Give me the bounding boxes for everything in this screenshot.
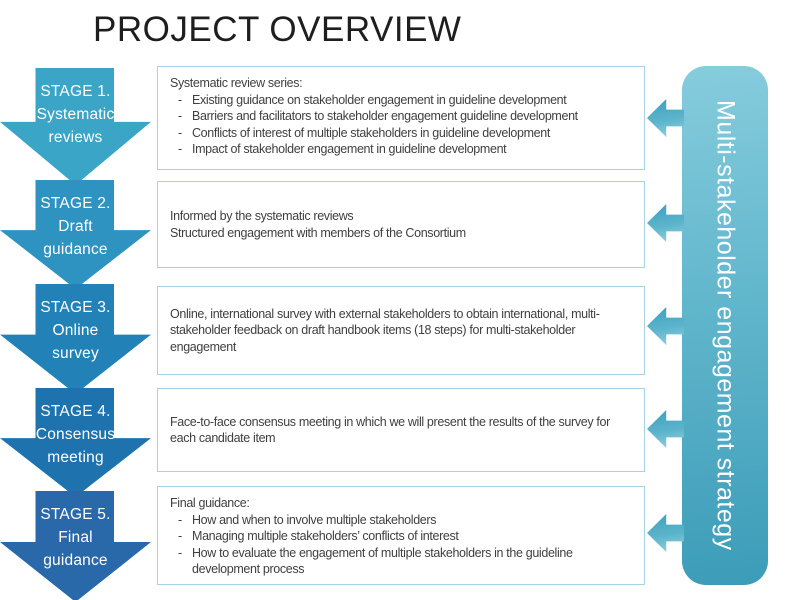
bullet-dash: - — [178, 92, 182, 107]
stage-label: Consensus — [35, 426, 116, 443]
stage-label: STAGE 4. — [40, 403, 111, 420]
list-item: - How and when to involve multiple stake… — [170, 512, 632, 529]
list-item: - Impact of stakeholder engagement in gu… — [170, 141, 632, 158]
left-arrow-icon-2 — [647, 204, 684, 242]
stage-label: survey — [52, 345, 99, 362]
list-item: - Existing guidance on stakeholder engag… — [170, 92, 632, 109]
stage-label: Online — [52, 322, 99, 339]
stage1-description-box: Systematic review series: - Existing gui… — [157, 66, 645, 170]
stage-label: reviews — [48, 129, 103, 146]
stage-arrow-2: STAGE 2. Draft guidance — [0, 180, 151, 289]
side-banner-label: Multi-stakeholder engagement strategy — [711, 100, 740, 551]
stage-label: STAGE 5. — [40, 506, 111, 523]
box-line: Informed by the systematic reviews — [170, 209, 354, 223]
stage-label: Draft — [58, 218, 93, 235]
stage-arrow-1: STAGE 1. Systematic reviews — [0, 68, 151, 185]
list-item: - Managing multiple stakeholders’ confli… — [170, 528, 632, 545]
box-intro: Final guidance: — [170, 496, 250, 510]
stage-label: Systematic — [36, 106, 115, 123]
stage-label: Final — [58, 529, 93, 546]
bullet-text: Existing guidance on stakeholder engagem… — [192, 92, 567, 107]
bullet-text: Managing multiple stakeholders’ conflict… — [192, 529, 459, 543]
stage2-description-box: Informed by the systematic reviews Struc… — [157, 181, 645, 268]
bullet-text: Barriers and facilitators to stakeholder… — [192, 109, 578, 123]
box-line: Structured engagement with members of th… — [170, 225, 466, 240]
box-intro: Systematic review series: — [170, 76, 303, 90]
bullet-dash: - — [178, 125, 182, 140]
page-title: PROJECT OVERVIEW — [93, 10, 462, 49]
stage-arrow-5: STAGE 5. Final guidance — [0, 491, 151, 600]
bullet-dash: - — [178, 109, 182, 123]
stage4-description-box: Face-to-face consensus meeting in which … — [157, 388, 645, 472]
side-banner: Multi-stakeholder engagement strategy — [682, 66, 768, 585]
stage-label: meeting — [47, 449, 104, 466]
stage-label: STAGE 2. — [40, 195, 111, 212]
stage-label: guidance — [43, 552, 108, 569]
left-arrow-icon-5 — [647, 514, 684, 552]
bullet-text: How to evaluate the engagement of multip… — [192, 545, 573, 577]
bullet-dash: - — [178, 512, 182, 527]
box-paragraph: Informed by the systematic reviews Struc… — [170, 208, 466, 241]
bullet-text: How and when to involve multiple stakeho… — [192, 512, 437, 527]
stage-label: STAGE 1. — [40, 83, 111, 100]
box-paragraph: Face-to-face consensus meeting in which … — [170, 414, 610, 446]
stage5-description-box: Final guidance: - How and when to involv… — [157, 486, 645, 585]
left-arrow-icon-3 — [647, 307, 684, 345]
left-arrow-icon-1 — [647, 99, 684, 137]
bullet-dash: - — [178, 545, 182, 560]
stage3-description-box: Online, international survey with extern… — [157, 286, 645, 375]
bullet-text: Impact of stakeholder engagement in guid… — [192, 142, 507, 156]
stage-arrow-4: STAGE 4. Consensus meeting — [0, 388, 151, 497]
list-item: - Conflicts of interest of multiple stak… — [170, 125, 632, 142]
list-item: - Barriers and facilitators to stakehold… — [170, 108, 632, 125]
box-paragraph: Online, international survey with extern… — [170, 306, 600, 354]
bullet-dash: - — [178, 529, 182, 543]
bullet-text: Conflicts of interest of multiple stakeh… — [192, 125, 550, 140]
stage-label: STAGE 3. — [40, 299, 111, 316]
list-item: - How to evaluate the engagement of mult… — [170, 545, 632, 578]
bullet-dash: - — [178, 142, 182, 156]
stage-arrow-3: STAGE 3. Online survey — [0, 284, 151, 394]
stage-label: guidance — [43, 241, 108, 258]
left-arrow-icon-4 — [647, 410, 684, 448]
